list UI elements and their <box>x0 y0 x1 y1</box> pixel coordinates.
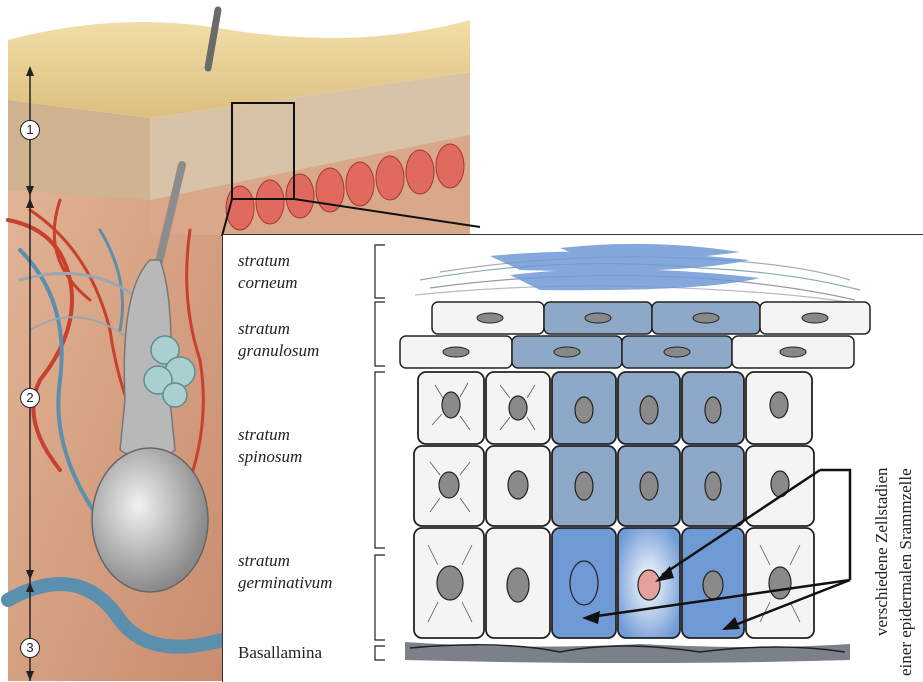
side-note-line-1: verschiedene Zellstadien <box>872 467 892 636</box>
label-basallamina: Basallamina <box>238 643 322 663</box>
side-note-line-2: einer epidermalen Srammzelle <box>896 468 916 676</box>
